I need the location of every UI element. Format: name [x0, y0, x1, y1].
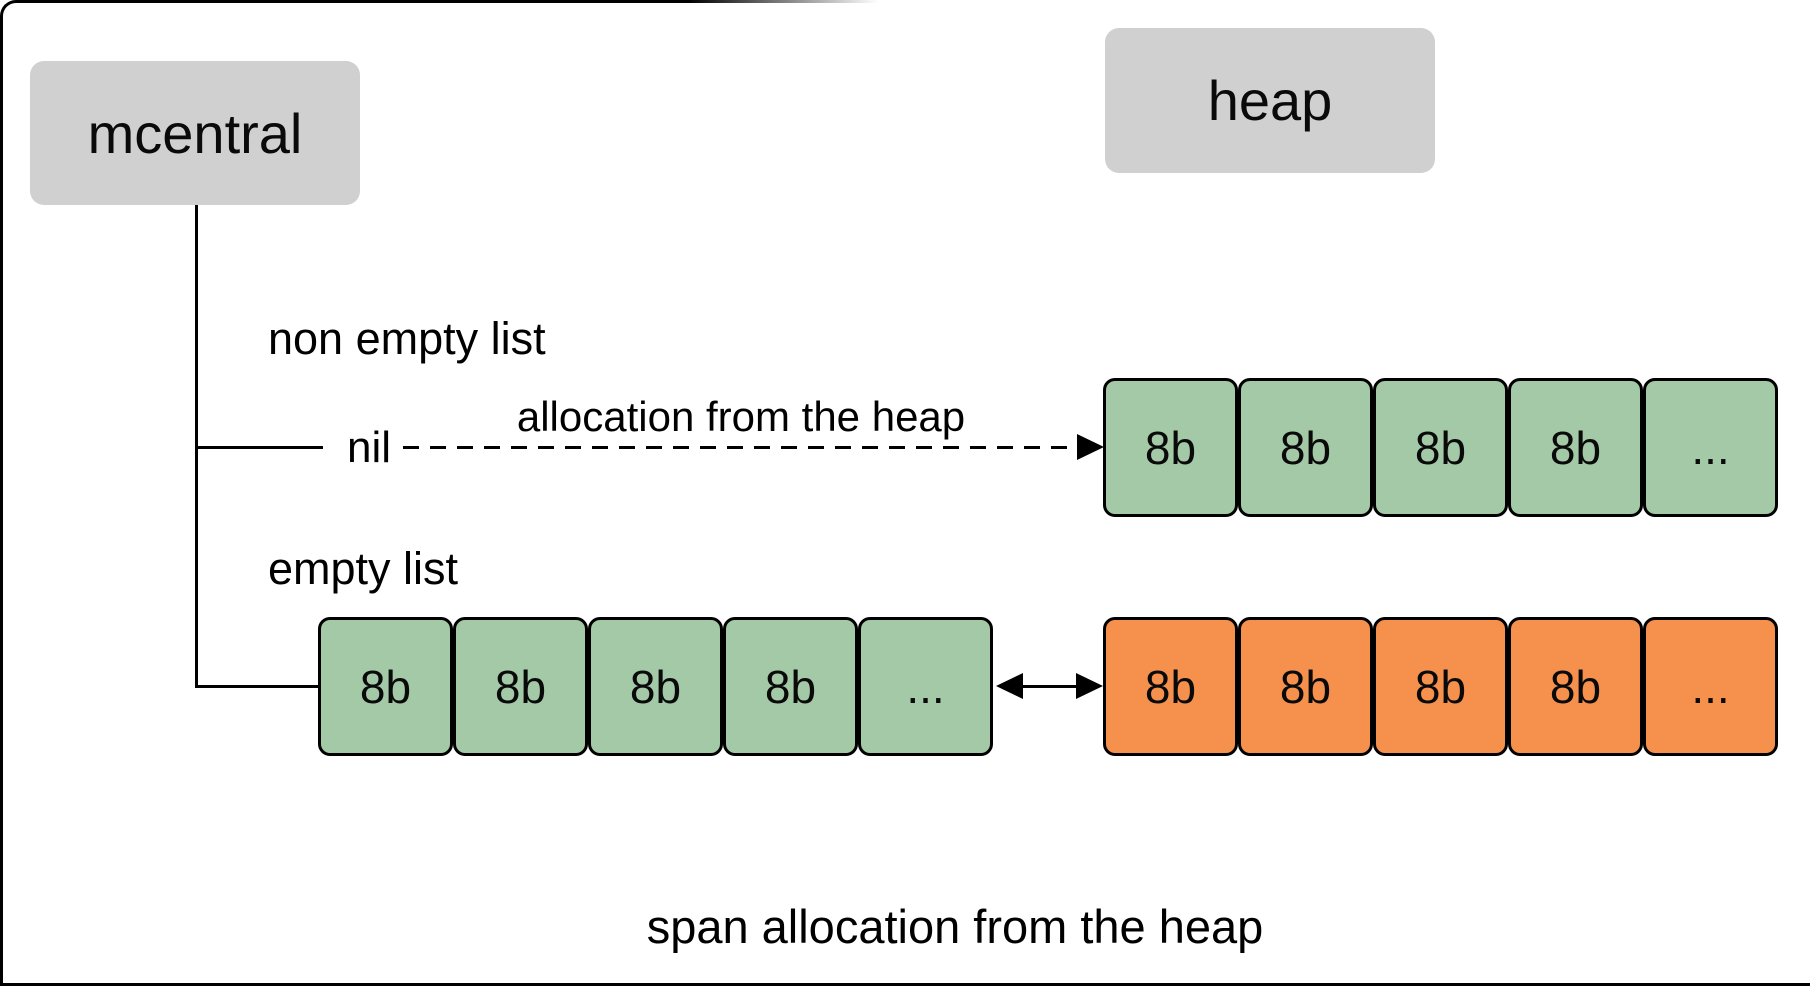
mcentral-node: mcentral: [30, 61, 360, 205]
span-cell: 8b: [1373, 378, 1508, 517]
span-cell: 8b: [1508, 378, 1643, 517]
nil-label: nil: [346, 423, 392, 472]
double-arrow-line: [1016, 685, 1084, 688]
span-cell: 8b: [318, 617, 453, 756]
frame-left-border: [0, 18, 3, 986]
span-cell: 8b: [1103, 378, 1238, 517]
span-cell-ellipsis: ...: [858, 617, 993, 756]
span-cell: 8b: [453, 617, 588, 756]
span-cell: 8b: [1238, 617, 1373, 756]
empty-span-list: 8b 8b 8b 8b ...: [318, 617, 993, 756]
span-cell: 8b: [588, 617, 723, 756]
span-cell: 8b: [1103, 617, 1238, 756]
span-cell: 8b: [1508, 617, 1643, 756]
heap-node: heap: [1105, 28, 1435, 173]
frame-top-left-corner: [0, 0, 25, 25]
span-cell-ellipsis: ...: [1643, 617, 1778, 756]
allocation-dashed-line: [403, 446, 1079, 449]
non-empty-span-list: 8b 8b 8b 8b ...: [1103, 378, 1778, 517]
empty-list-label: empty list: [268, 543, 459, 594]
heap-span-list: 8b 8b 8b 8b ...: [1103, 617, 1778, 756]
non-empty-branch-line: [196, 446, 323, 449]
span-cell: 8b: [1373, 617, 1508, 756]
non-empty-list-label: non empty list: [268, 313, 546, 364]
diagram-caption: span allocation from the heap: [646, 900, 1264, 953]
span-cell-ellipsis: ...: [1643, 378, 1778, 517]
frame-top-border: [18, 0, 878, 3]
empty-branch-line: [196, 685, 320, 688]
arrowhead-left-icon: [996, 673, 1023, 699]
arrowhead-right-icon: [1077, 434, 1104, 460]
arrowhead-right-icon: [1076, 673, 1103, 699]
span-cell: 8b: [1238, 378, 1373, 517]
allocation-arrow-label: allocation from the heap: [516, 393, 966, 440]
frame-bottom-border: [0, 983, 1810, 986]
span-cell: 8b: [723, 617, 858, 756]
